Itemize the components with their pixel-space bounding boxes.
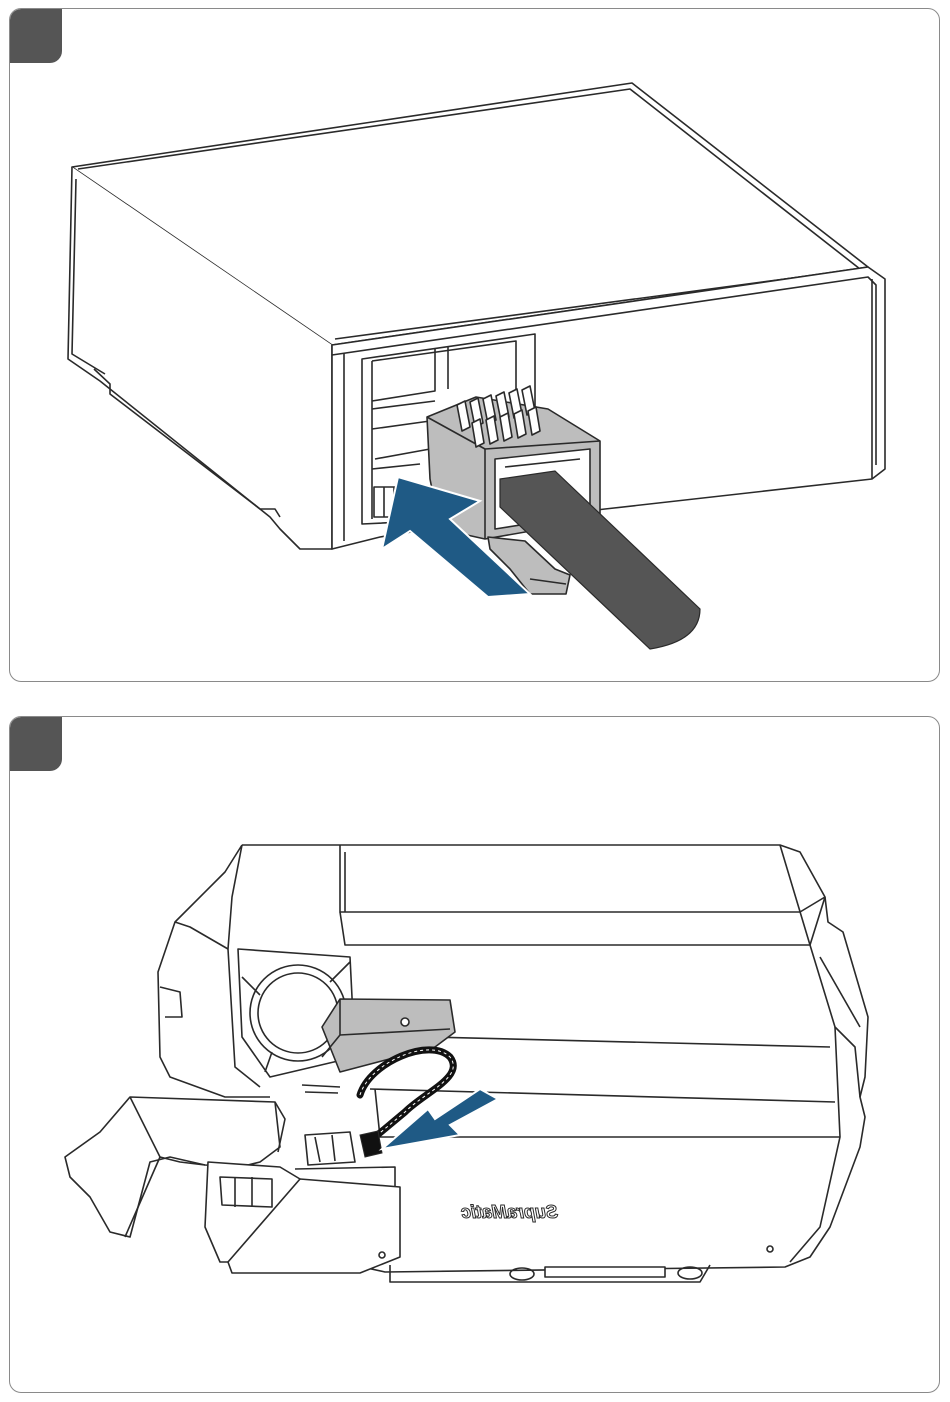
step-panel-1 [9, 8, 940, 682]
illustration-operator-connect: SupraMatic [10, 717, 940, 1393]
brand-label: SupraMatic [461, 1202, 558, 1222]
illustration-plug-insert [10, 9, 940, 682]
step-panel-2: SupraMatic [9, 716, 940, 1393]
